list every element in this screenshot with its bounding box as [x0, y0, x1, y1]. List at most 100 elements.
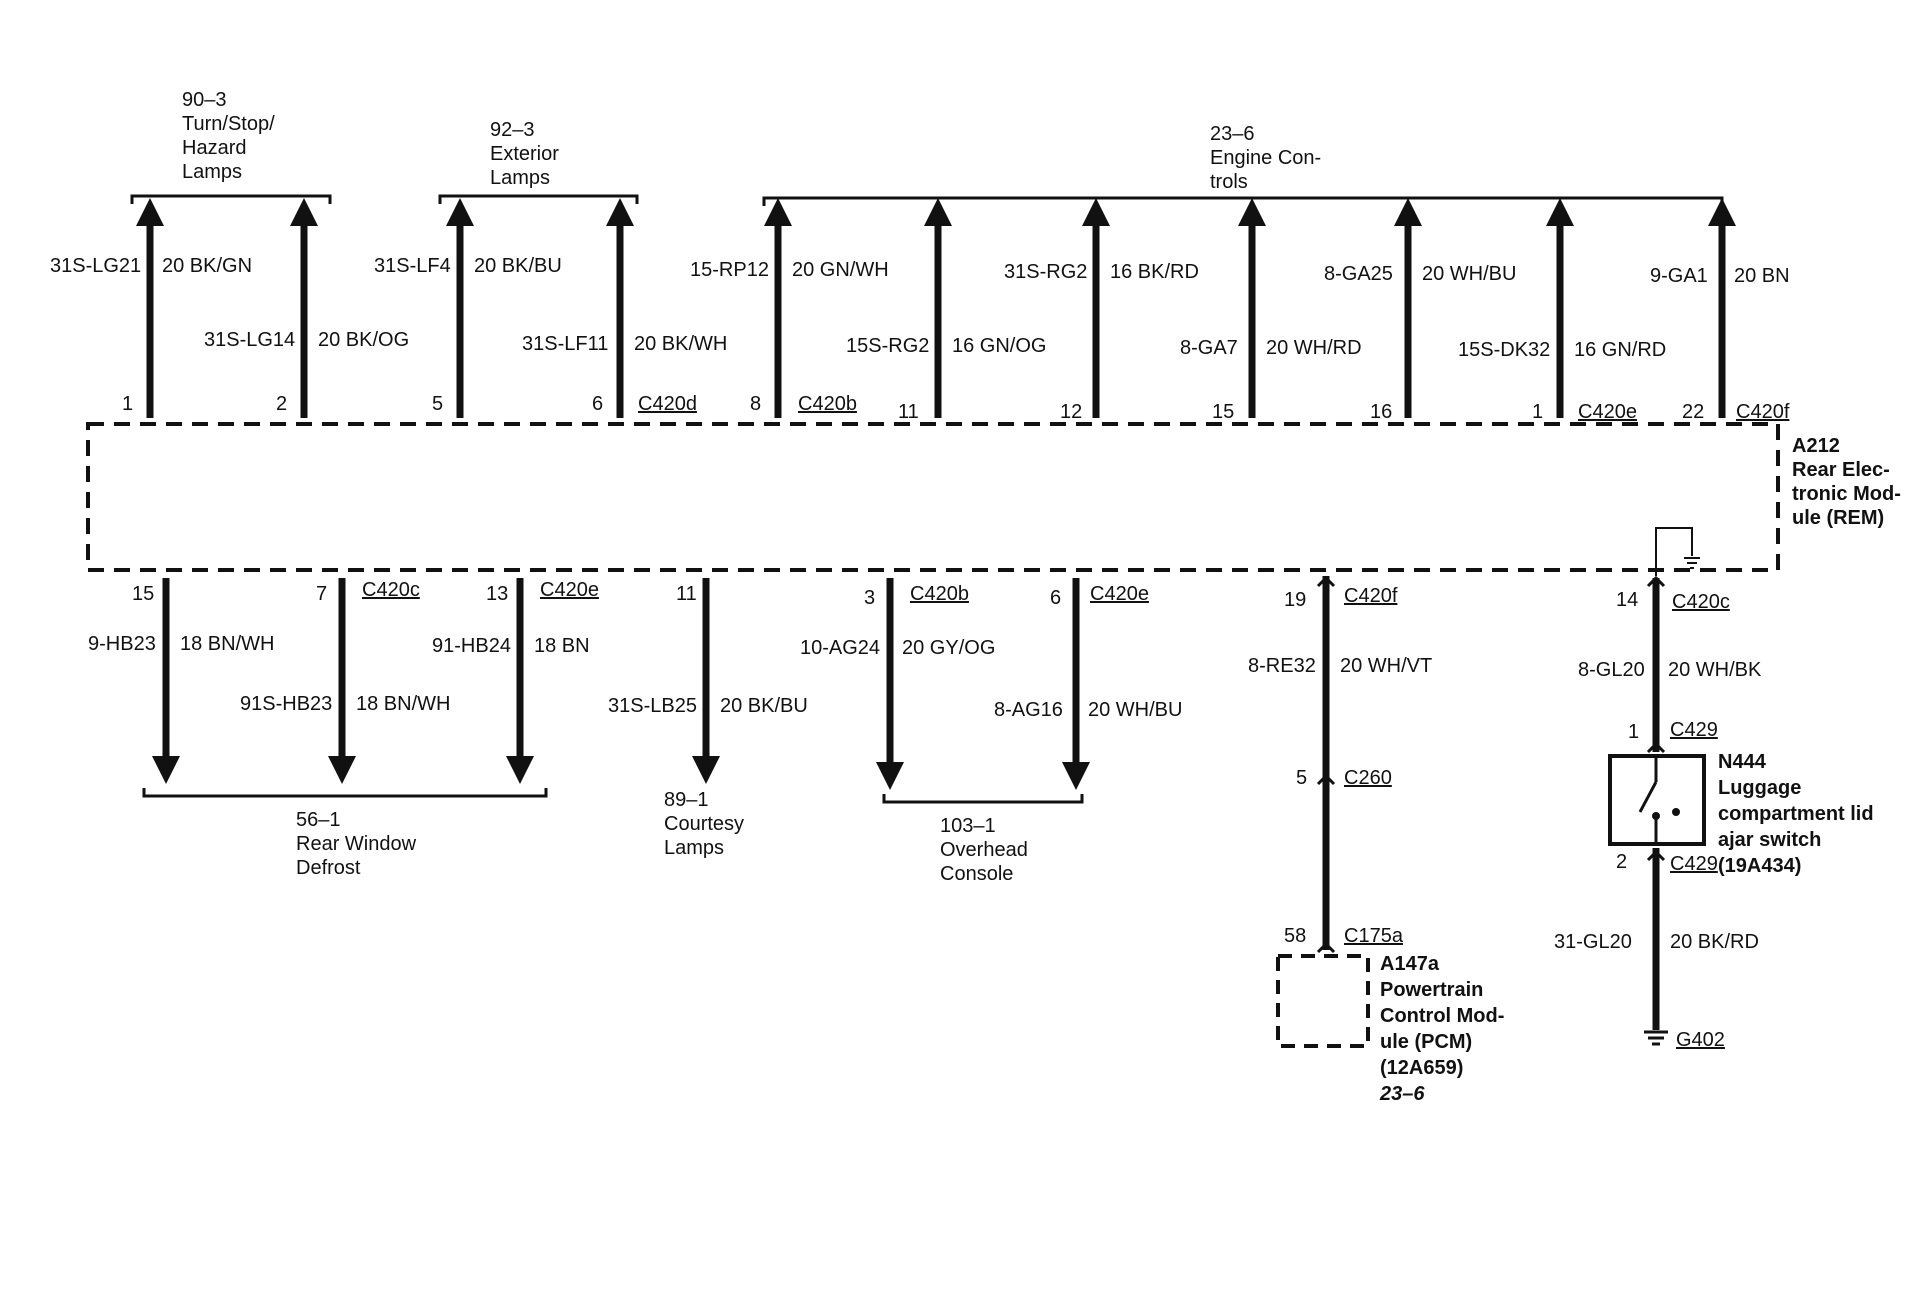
top-wire-7-circuit: 31S-RG2: [1004, 261, 1087, 283]
pcm-color: 20 WH/VT: [1340, 655, 1432, 677]
bottom-wire-2-connector: C420c: [362, 579, 420, 601]
bottom-wire-4-pin: 11: [676, 583, 697, 605]
bottom-group-3-line-2: Overhead: [940, 839, 1028, 861]
switch-pin-in: 1: [1628, 721, 1639, 743]
switch-connector-top: C420c: [1672, 591, 1730, 613]
bottom-group-2-line-3: Lamps: [664, 837, 724, 859]
connector-c429-in-symbol: [1646, 741, 1666, 754]
switch-color: 20 WH/BK: [1668, 659, 1762, 681]
switch-name-line-4: (19A434): [1718, 855, 1801, 877]
bottom-wire-6: 6 C420e 8-AG16 20 WH/BU: [994, 578, 1182, 790]
switch-ground-circuit: 31-GL20: [1554, 931, 1632, 953]
top-group-3-line-3: trols: [1210, 171, 1248, 193]
ground-g402-icon: [1644, 1030, 1668, 1046]
bottom-group-bracket-overhead: [882, 794, 1084, 804]
top-group-1-line-4: Lamps: [182, 161, 242, 183]
connector-c420c-symbol: [1646, 575, 1666, 588]
top-wire-3: 31S-LF4 20 BK/BU 5: [374, 198, 562, 418]
top-group-bracket-turn-stop: [130, 194, 332, 204]
pcm-branch: 19 C420f 8-RE32 20 WH/VT 5 C260 58 C175a…: [1248, 575, 1504, 1105]
top-wire-11-color: 20 BN: [1734, 265, 1790, 287]
top-group-2-line-1: 92–3: [490, 119, 535, 141]
bottom-group-1-line-2: Rear Window: [296, 833, 417, 855]
top-group-2-line-3: Lamps: [490, 167, 550, 189]
module-name-line-3: ule (REM): [1792, 507, 1884, 529]
top-wire-5: 15-RP12 20 GN/WH 8 C420b: [690, 198, 889, 418]
top-group-1-line-3: Hazard: [182, 137, 246, 159]
top-wire-2-pin: 2: [276, 393, 287, 415]
bottom-wire-3: 13 C420e 91-HB24 18 BN: [432, 578, 599, 784]
top-wire-2-color: 20 BK/OG: [318, 329, 409, 351]
bottom-wire-3-pin: 13: [486, 583, 508, 605]
switch-pin-out: 2: [1616, 851, 1627, 873]
bottom-group-1-line-1: 56–1: [296, 809, 341, 831]
top-wire-8-circuit: 8-GA7: [1180, 337, 1238, 359]
top-wire-10-color: 16 GN/RD: [1574, 339, 1666, 361]
bottom-wire-3-connector: C420e: [540, 579, 599, 601]
top-wire-10-pin: 1: [1532, 401, 1543, 423]
top-wire-11: 9-GA1 20 BN 22 C420f: [1650, 198, 1790, 423]
bottom-wire-3-color: 18 BN: [534, 635, 590, 657]
bottom-wire-6-color: 20 WH/BU: [1088, 699, 1182, 721]
top-wire-11-circuit: 9-GA1: [1650, 265, 1708, 287]
pcm-connector-top: C420f: [1344, 585, 1398, 607]
pcm-circuit: 8-RE32: [1248, 655, 1316, 677]
top-wire-5-color: 20 GN/WH: [792, 259, 889, 281]
top-wire-9: 8-GA25 20 WH/BU 16: [1324, 198, 1516, 423]
top-wire-6-color: 16 GN/OG: [952, 335, 1046, 357]
module-name-line-1: Rear Elec-: [1792, 459, 1890, 481]
switch-contact-icon: [1638, 756, 1680, 844]
top-wire-4-circuit: 31S-LF11: [522, 333, 608, 355]
switch-connector-in: C429: [1670, 719, 1718, 741]
top-group-bracket-engine: [762, 196, 1724, 206]
top-wire-7-color: 16 BK/RD: [1110, 261, 1199, 283]
bottom-group-bracket-defrost: [142, 788, 548, 798]
switch-ground-color: 20 BK/RD: [1670, 931, 1759, 953]
pcm-connector-mid: C260: [1344, 767, 1392, 789]
bottom-wire-2-circuit: 91S-HB23: [240, 693, 332, 715]
top-wire-8-pin: 15: [1212, 401, 1234, 423]
pcm-pin-top: 19: [1284, 589, 1306, 611]
top-wire-1: 31S-LG21 20 BK/GN 1: [50, 198, 252, 418]
top-group-3-line-1: 23–6: [1210, 123, 1255, 145]
pcm-component-line-4: (12A659): [1380, 1057, 1463, 1079]
rem-module-outline: [86, 422, 1780, 572]
connector-c420f-symbol: [1316, 575, 1336, 588]
bottom-wire-5: 3 C420b 10-AG24 20 GY/OG: [800, 578, 995, 790]
bottom-wire-2: 7 C420c 91S-HB23 18 BN/WH: [240, 578, 450, 784]
top-group-3-line-2: Engine Con-: [1210, 147, 1321, 169]
pcm-connector-end: C175a: [1344, 925, 1404, 947]
bottom-wire-5-color: 20 GY/OG: [902, 637, 995, 659]
top-wire-9-pin: 16: [1370, 401, 1392, 423]
bottom-wire-5-connector: C420b: [910, 583, 969, 605]
pcm-pin-mid: 5: [1296, 767, 1307, 789]
bottom-group-1-line-3: Defrost: [296, 857, 361, 879]
top-wire-5-circuit: 15-RP12: [690, 259, 769, 281]
bottom-group-2-line-1: 89–1: [664, 789, 709, 811]
pcm-component-line-2: Control Mod-: [1380, 1005, 1504, 1027]
top-wire-10-connector: C420e: [1578, 401, 1637, 423]
top-wire-7-pin: 12: [1060, 401, 1082, 423]
top-wire-3-pin: 5: [432, 393, 443, 415]
connector-c260-symbol: [1316, 773, 1336, 786]
connector-c175a-symbol: [1316, 941, 1336, 954]
top-wire-11-pin: 22: [1682, 401, 1704, 423]
top-wire-4: 31S-LF11 20 BK/WH 6 C420d: [522, 198, 727, 418]
ground-id: G402: [1676, 1029, 1725, 1051]
top-wire-9-circuit: 8-GA25: [1324, 263, 1393, 285]
bottom-wire-1-circuit: 9-HB23: [88, 633, 156, 655]
pcm-component-line-1: Powertrain: [1380, 979, 1483, 1001]
bottom-wire-2-color: 18 BN/WH: [356, 693, 450, 715]
switch-branch: 14 C420c 8-GL20 20 WH/BK 1 C429 N444 Lug…: [1554, 575, 1874, 1051]
top-wire-1-pin: 1: [122, 393, 133, 415]
module-name-line-2: tronic Mod-: [1792, 483, 1901, 505]
bottom-wire-4-color: 20 BK/BU: [720, 695, 808, 717]
pcm-reference: 23–6: [1379, 1083, 1425, 1105]
top-wire-5-pin: 8: [750, 393, 761, 415]
top-wire-4-connector: C420d: [638, 393, 697, 415]
bottom-wire-6-pin: 6: [1050, 587, 1061, 609]
top-wire-11-connector: C420f: [1736, 401, 1790, 423]
bottom-wire-5-circuit: 10-AG24: [800, 637, 880, 659]
bottom-wire-1-pin: 15: [132, 583, 154, 605]
